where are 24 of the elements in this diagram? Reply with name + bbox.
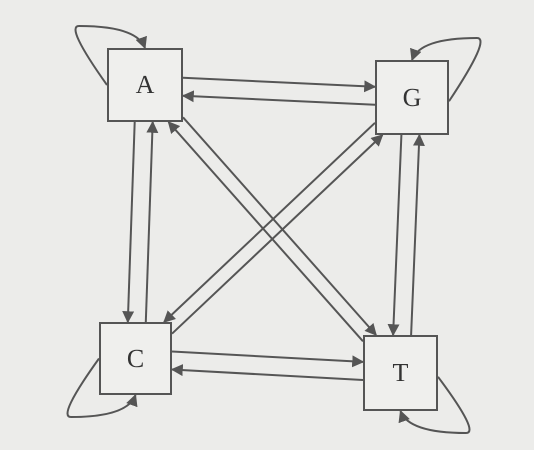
arrow <box>172 350 364 368</box>
arrow <box>182 76 376 92</box>
node-box <box>107 48 183 122</box>
arrow <box>388 134 402 336</box>
node-box <box>99 322 172 395</box>
node-label: A <box>136 72 154 98</box>
arrow <box>182 90 376 106</box>
arrow <box>144 120 158 322</box>
self-loop-arrow <box>411 37 482 102</box>
node-box <box>363 335 438 411</box>
node-label: G <box>402 84 422 110</box>
self-loop-arrow <box>66 358 136 418</box>
node-box <box>375 60 449 135</box>
arrow <box>410 134 425 336</box>
self-loop-arrow <box>400 376 470 434</box>
arrow <box>182 116 377 336</box>
node-label: T <box>392 360 408 386</box>
arrow <box>170 364 364 381</box>
arrow <box>122 122 136 324</box>
self-loop-arrow <box>74 25 146 86</box>
node-label: C <box>126 346 144 372</box>
arrow <box>163 122 376 323</box>
arrow <box>171 134 384 334</box>
arrow <box>168 121 364 342</box>
